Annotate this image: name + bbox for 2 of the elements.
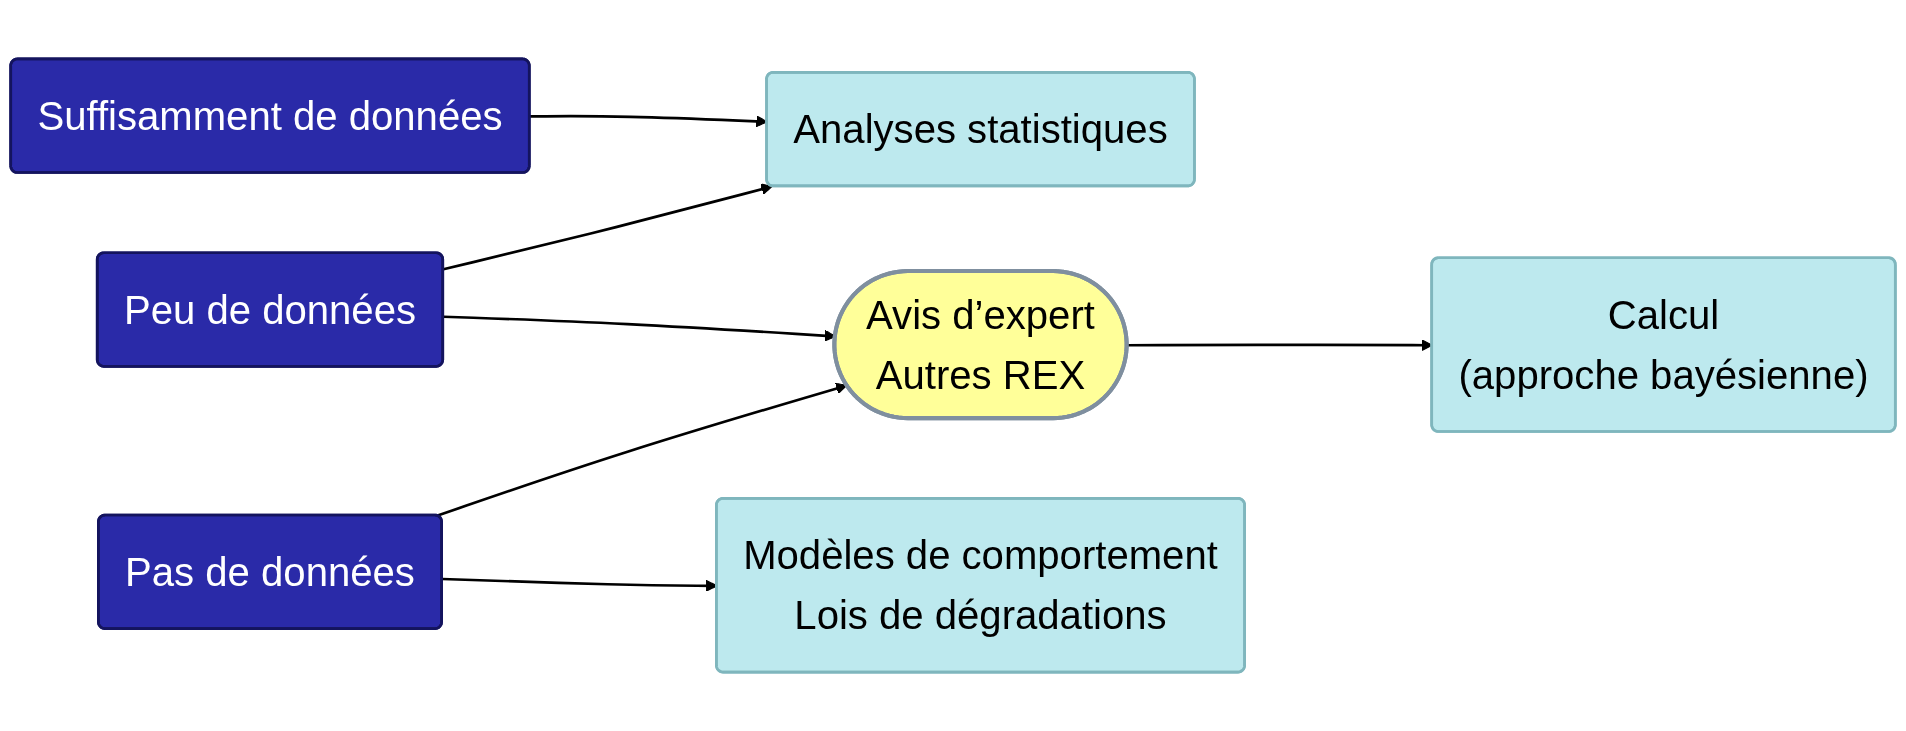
arrow xyxy=(436,382,848,518)
arrow xyxy=(443,183,773,271)
